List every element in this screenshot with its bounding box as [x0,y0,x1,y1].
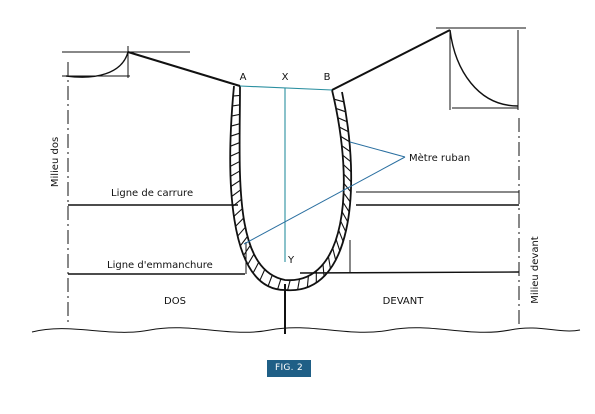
point-b-label: B [324,72,331,83]
tape-leader-upper [350,142,405,157]
front-shoulder-line [332,30,450,90]
ligne-emmanchure-label: Ligne d'emmanchure [107,260,213,271]
wavy-bottom-edge [32,328,580,333]
metre-ruban-label: Mètre ruban [409,152,470,164]
dos-label: DOS [164,296,186,307]
milieu-dos-label: Milieu dos [50,137,61,187]
milieu-devant-label: Milieu devant [530,236,541,304]
ligne-carrure-label: Ligne de carrure [111,188,193,199]
back-shoulder-line [128,52,240,86]
ab-line [240,86,332,90]
figure-badge: FIG. 2 [267,360,311,377]
point-a-label: A [240,72,247,83]
front-neck-piece [436,28,526,110]
front-emmanchure-line [300,272,519,273]
armhole-inner-curve [240,86,344,280]
back-neck-piece [62,46,190,78]
tape-leader-lower [244,157,405,244]
devant-label: DEVANT [383,296,425,307]
point-x-label: X [282,72,289,83]
point-y-label: Y [287,255,295,266]
